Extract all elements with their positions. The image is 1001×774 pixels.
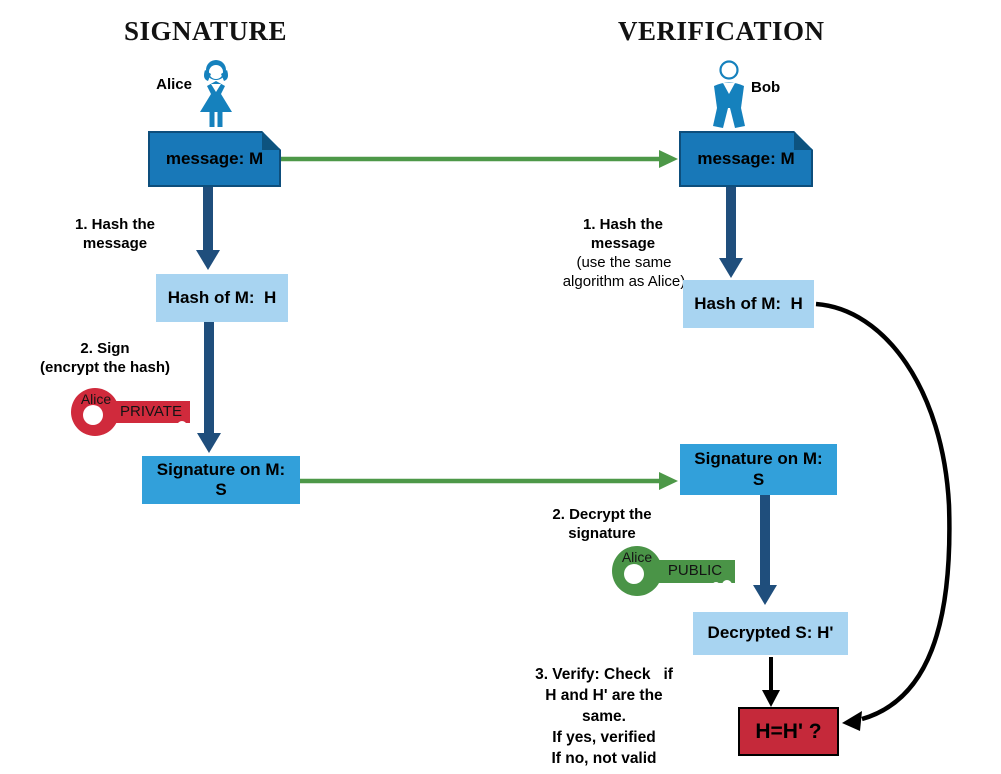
decrypted-node-label: Decrypted S: H': [707, 623, 834, 643]
message-node-left-label: message: M: [165, 148, 264, 168]
message-node-right: message: M: [679, 131, 813, 187]
hash-node-right-label: Hash of M: H: [694, 293, 803, 313]
step2-label-left: 2. Sign (encrypt the hash): [39, 340, 171, 376]
verification-title: VERIFICATION: [618, 16, 825, 46]
private-key-owner-label: Alice: [80, 391, 112, 407]
step1-label-right: 1. Hash the message: [582, 216, 664, 252]
public-key-owner-label: Alice: [621, 549, 653, 565]
step1-note-right: (use the same algorithm as Alice): [562, 254, 686, 290]
sign-step-arrow-left: [197, 322, 221, 453]
decrypted-node: Decrypted S: H': [693, 612, 848, 655]
message-node-left: message: M: [148, 131, 281, 187]
hash-node-left: Hash of M: H: [156, 274, 288, 322]
signature-transfer-arrow: [300, 472, 678, 490]
private-key-icon: [71, 388, 190, 436]
public-key-icon: [612, 546, 735, 596]
message-transfer-arrow: [281, 150, 678, 168]
message-node-right-label: message: M: [697, 148, 795, 168]
bob-label: Bob: [751, 79, 781, 96]
bob-person-icon: [713, 60, 745, 128]
alice-label: Alice: [156, 76, 192, 93]
private-key-type-label: PRIVATE: [120, 403, 182, 420]
compare-arrow: [762, 657, 780, 707]
hash-node-left-label: Hash of M: H: [167, 287, 277, 307]
hash-node-right: Hash of M: H: [683, 280, 814, 328]
alice-person-icon: [200, 60, 232, 127]
hash-compare-curve-arrow: [815, 301, 952, 731]
signature-node-right: Signature on M: S: [680, 444, 837, 495]
hash-step-arrow-right: [719, 187, 743, 278]
hash-step-arrow-left: [196, 187, 220, 270]
signature-node-left: Signature on M: S: [142, 456, 300, 504]
signature-title: SIGNATURE: [123, 16, 288, 46]
public-key-type-label: PUBLIC: [667, 562, 723, 579]
compare-node: H=H' ?: [738, 707, 839, 756]
compare-node-label: H=H' ?: [755, 719, 822, 743]
step1-label-left: 1. Hash the message: [74, 216, 156, 252]
step2-label-right: 2. Decrypt the signature: [552, 506, 652, 542]
decrypt-step-arrow-right: [753, 495, 777, 605]
step3-label-right: 3. Verify: Check if H and H' are the sam…: [535, 666, 673, 767]
